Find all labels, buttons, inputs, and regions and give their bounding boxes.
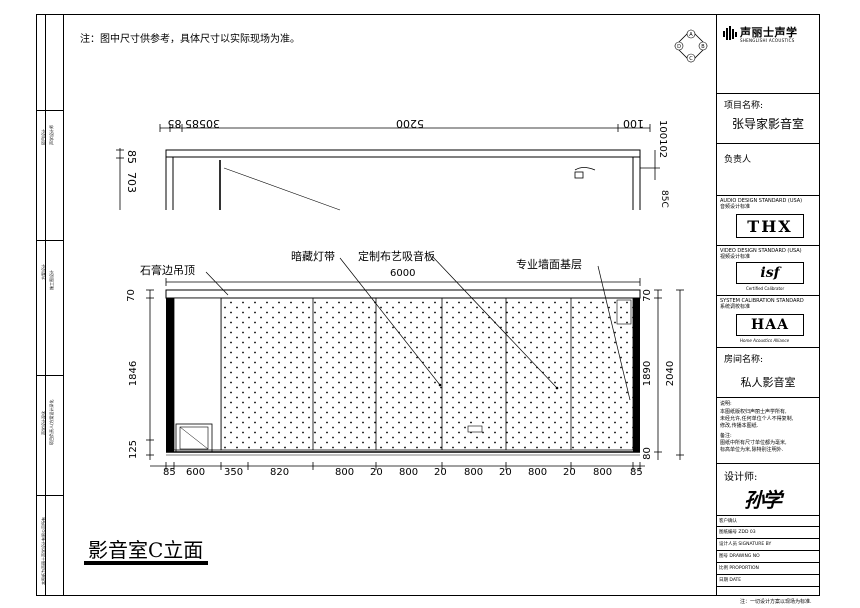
designer-block: 设计师: 孙学 [716,464,820,516]
designer-label: 设计师: [724,472,758,483]
drawing-no-row: 图号 DRAWING NO [716,551,820,563]
dim-right-mid: 1890 [642,360,654,387]
video-std-block: VIDEO DESIGN STANDARD (USA) 视频设计标准 isf C… [716,246,820,296]
room-label: 房间名称: [724,355,764,365]
video-std: VIDEO DESIGN STANDARD (USA) [720,248,802,254]
dim-left-mid: 1846 [128,360,140,387]
system-std-block: SYSTEM CALIBRATION STANDARD 系统调校标准 HAA H… [716,296,820,348]
plan-dim-left-1: 85 [125,150,138,164]
dim-right-top: 70 [641,289,653,302]
label-fabric-panel: 定制布艺吸音板 [358,250,435,263]
owner-label: 负责人 [724,155,752,165]
dim-bottom: 800 [464,467,484,478]
haa-subtitle: Home Acoustics Alliance [740,338,790,343]
plan-dim-top-left: 30585 85 [168,117,221,130]
remarks-line: 未经允许,任何单位个人不得复制, [720,416,794,422]
client-confirm-row: 客户确认 [716,516,820,527]
dim-bottom: 800 [528,467,548,478]
audio-std: AUDIO DESIGN STANDARD (USA) [720,198,803,204]
remarks-line: 图纸中所有尺寸单位都为毫米, [720,440,787,446]
svg-text:B: B [701,44,705,50]
proportion-row: 比例 PROPORTION [716,563,820,575]
audio-std-cn: 音频设计标准 [720,204,751,210]
video-std-cn: 视频设计标准 [720,254,751,260]
dim-bottom: 800 [335,467,355,478]
remarks-block: 说明: 本图纸版权归声丽士声学所有, 未经允许,任何单位个人不得复制, 修改,传… [716,398,820,464]
project-name: 张导家影音室 [731,117,804,131]
dim-bottom: 20 [563,467,576,478]
plan-dim-right-2: 85C [659,190,669,208]
dim-bottom: 20 [499,467,512,478]
remarks-line: 标高单位为米,除特别注明外. [720,447,784,453]
remarks-label: 说明: [720,401,732,407]
plan-dim-left-2: 703 [125,172,138,193]
dim-right-bottom: 80 [641,447,653,460]
elevation-drawing: 30585 85 5200 100 85 703 100102 85C [116,117,684,470]
dim-bottom: 20 [434,467,447,478]
dim-bottom: 800 [399,467,419,478]
svg-text:A: A [689,32,693,38]
remarks-line: 本图纸版权归声丽士声学所有, [720,409,787,415]
dim-overall: 6000 [390,268,416,279]
logo-icon [723,26,737,40]
isf-logo: isf [736,262,804,284]
side-strip: 项目设计 声学设计师 方案设计 施工图设计 声学设计深化 项目负责人/方案设计深… [36,14,64,596]
title-block-border [716,14,717,596]
dim-right-overall: 2040 [665,360,677,387]
compass-icon: A B C D [674,29,708,63]
drawing-frame [63,14,820,596]
designer-row: 设计人员 SIGNATURE BY [716,539,820,551]
svg-text:D: D [677,44,681,50]
remarks-line: 备注: [720,433,732,439]
drawing-number-row: 图纸编号 ZDD 03 [716,527,820,539]
audio-std-block: AUDIO DESIGN STANDARD (USA) 音频设计标准 THX [716,196,820,246]
brand-subtitle: SHENGLISHI ACOUSTICS [740,38,795,43]
thx-logo: THX [736,214,804,238]
system-std: SYSTEM CALIBRATION STANDARD [720,298,804,304]
date-row: 日期 DATE [716,575,820,587]
plan-dim-top-mid: 5200 [396,117,424,130]
svg-text:C: C [689,56,693,62]
room-block: 房间名称: 私人影音室 [716,348,820,398]
dim-bottom: 350 [224,467,244,478]
brand-block: 声丽士声学 SHENGLISHI ACOUSTICS [716,14,820,94]
title-underline [84,561,208,565]
dim-bottom: 20 [370,467,383,478]
remarks-line: 修改,传播本图纸. [720,423,759,429]
label-wall-base: 专业墙面基层 [516,258,582,271]
dim-left-bottom: 125 [128,439,140,460]
drawing-note: 注：图中尺寸供参考，具体尺寸以实际现场为准。 [80,34,300,45]
label-led-strip: 暗藏灯带 [291,250,335,263]
plan-dim-top-right: 100 [623,117,644,130]
project-block: 项目名称: 张导家影音室 [716,94,820,144]
room-name: 私人影音室 [740,376,796,389]
system-std-cn: 系统调校标准 [720,304,751,310]
dim-bottom: 820 [270,467,290,478]
dim-bottom: 800 [593,467,613,478]
plan-dim-right-1: 100102 [657,120,668,158]
dim-bottom: 85 [163,467,176,478]
haa-logo: HAA [736,314,804,336]
owner-block: 负责人 [716,144,820,196]
drawing-title: 影音室C立面 [88,538,204,562]
project-label: 项目名称: [724,101,764,111]
dim-bottom: 85 [630,467,643,478]
designer-signature: 孙学 [744,488,782,512]
footer-note: 注：一切设计方案以现场为标准. [740,599,812,605]
brand-name: 声丽士声学 [740,26,798,39]
dim-bottom: 600 [186,467,206,478]
dim-left-top: 70 [125,289,137,302]
isf-subtitle: Certified Calibrator [746,286,785,291]
label-gypsum-ceiling: 石膏边吊顶 [140,264,195,277]
